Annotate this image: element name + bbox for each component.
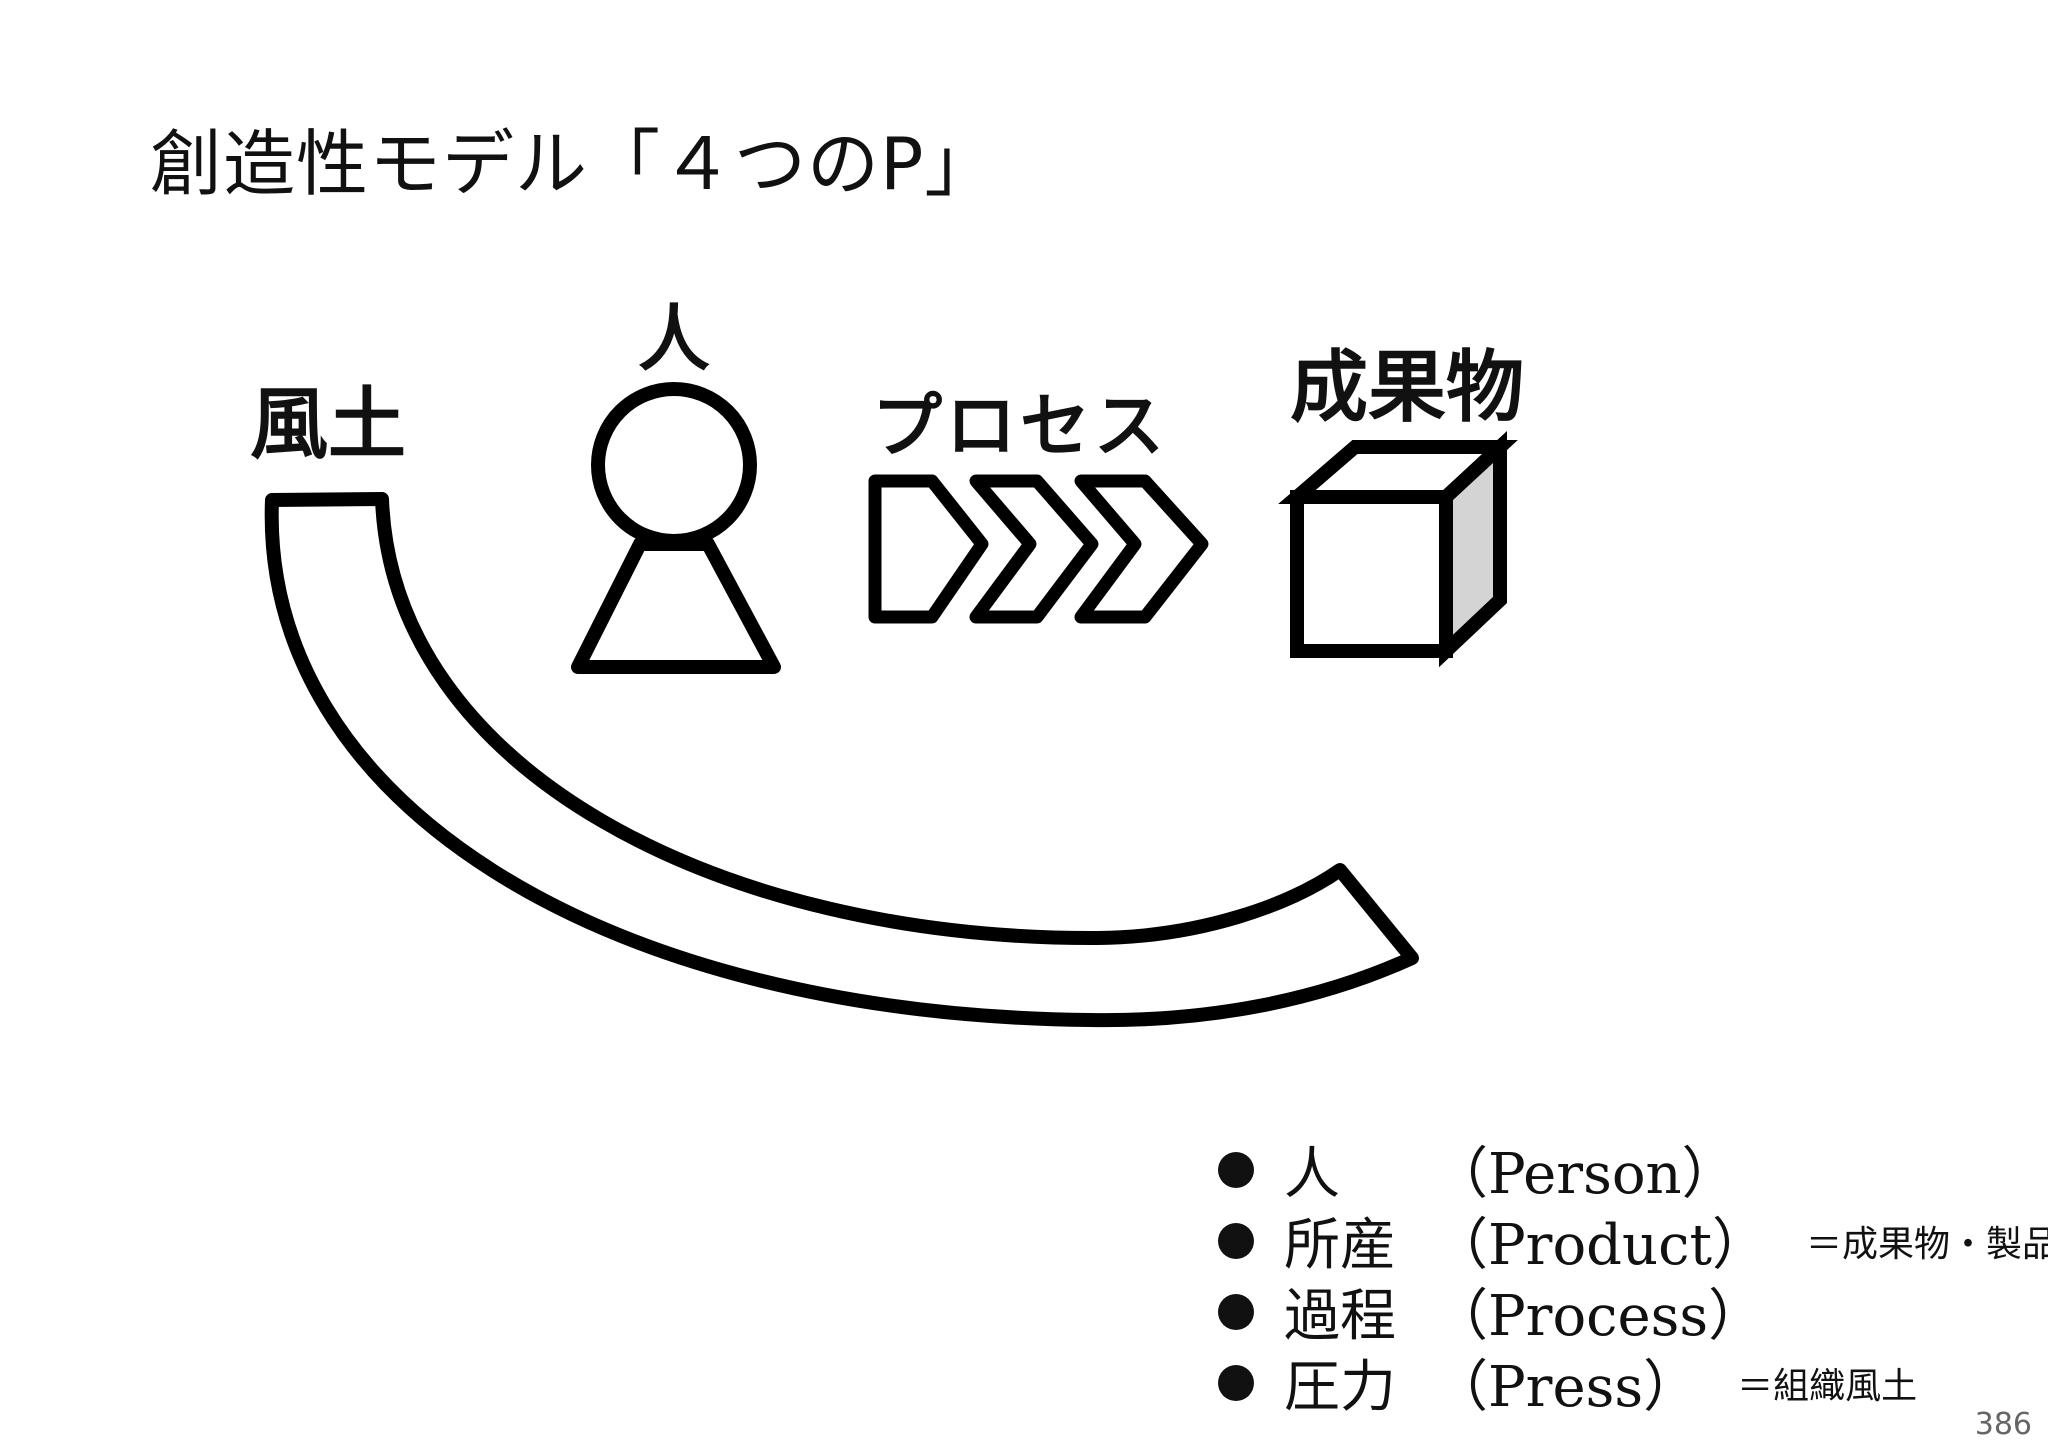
list-item: 所産 （Product） ＝成果物・製品 <box>1218 1205 2048 1278</box>
bullet-icon <box>1218 1293 1254 1330</box>
cube-icon <box>1278 430 1518 668</box>
page-title: 創造性モデル「４つのP」 <box>150 122 998 206</box>
chevron-arrow-icon <box>868 474 1209 624</box>
legend-note: ＝組織風土 <box>1737 1365 1918 1407</box>
person-icon <box>571 382 781 674</box>
label-hito: 人 <box>638 296 711 381</box>
legend-list: 人 （Person） 所産 （Product） ＝成果物・製品 過程 （Proc… <box>1218 1134 2048 1420</box>
label-fudo: 風土 <box>250 379 407 470</box>
label-process: プロセス <box>872 384 1168 467</box>
label-seikabutsu: 成果物 <box>1290 342 1525 433</box>
legend-term: 所産 <box>1284 1213 1396 1278</box>
list-item: 圧力 （Press） ＝組織風土 <box>1218 1347 2048 1420</box>
legend-term: 人 <box>1284 1142 1340 1207</box>
legend-term: 圧力 <box>1284 1355 1396 1420</box>
arc-band-icon <box>264 492 1419 1028</box>
bullet-icon <box>1218 1364 1254 1401</box>
legend-term: 過程 <box>1284 1284 1396 1349</box>
legend-english: （Product） <box>1432 1213 1768 1278</box>
page-number: 386 <box>1974 1407 2032 1442</box>
list-item: 人 （Person） <box>1218 1134 2048 1207</box>
legend-english: （Process） <box>1432 1284 1765 1349</box>
legend-english: （Press） <box>1432 1355 1700 1420</box>
legend-note: ＝成果物・製品 <box>1805 1223 2048 1265</box>
bullet-icon <box>1218 1151 1254 1188</box>
legend-english: （Person） <box>1432 1142 1738 1207</box>
list-item: 過程 （Process） <box>1218 1276 2048 1349</box>
bullet-icon <box>1218 1222 1254 1259</box>
